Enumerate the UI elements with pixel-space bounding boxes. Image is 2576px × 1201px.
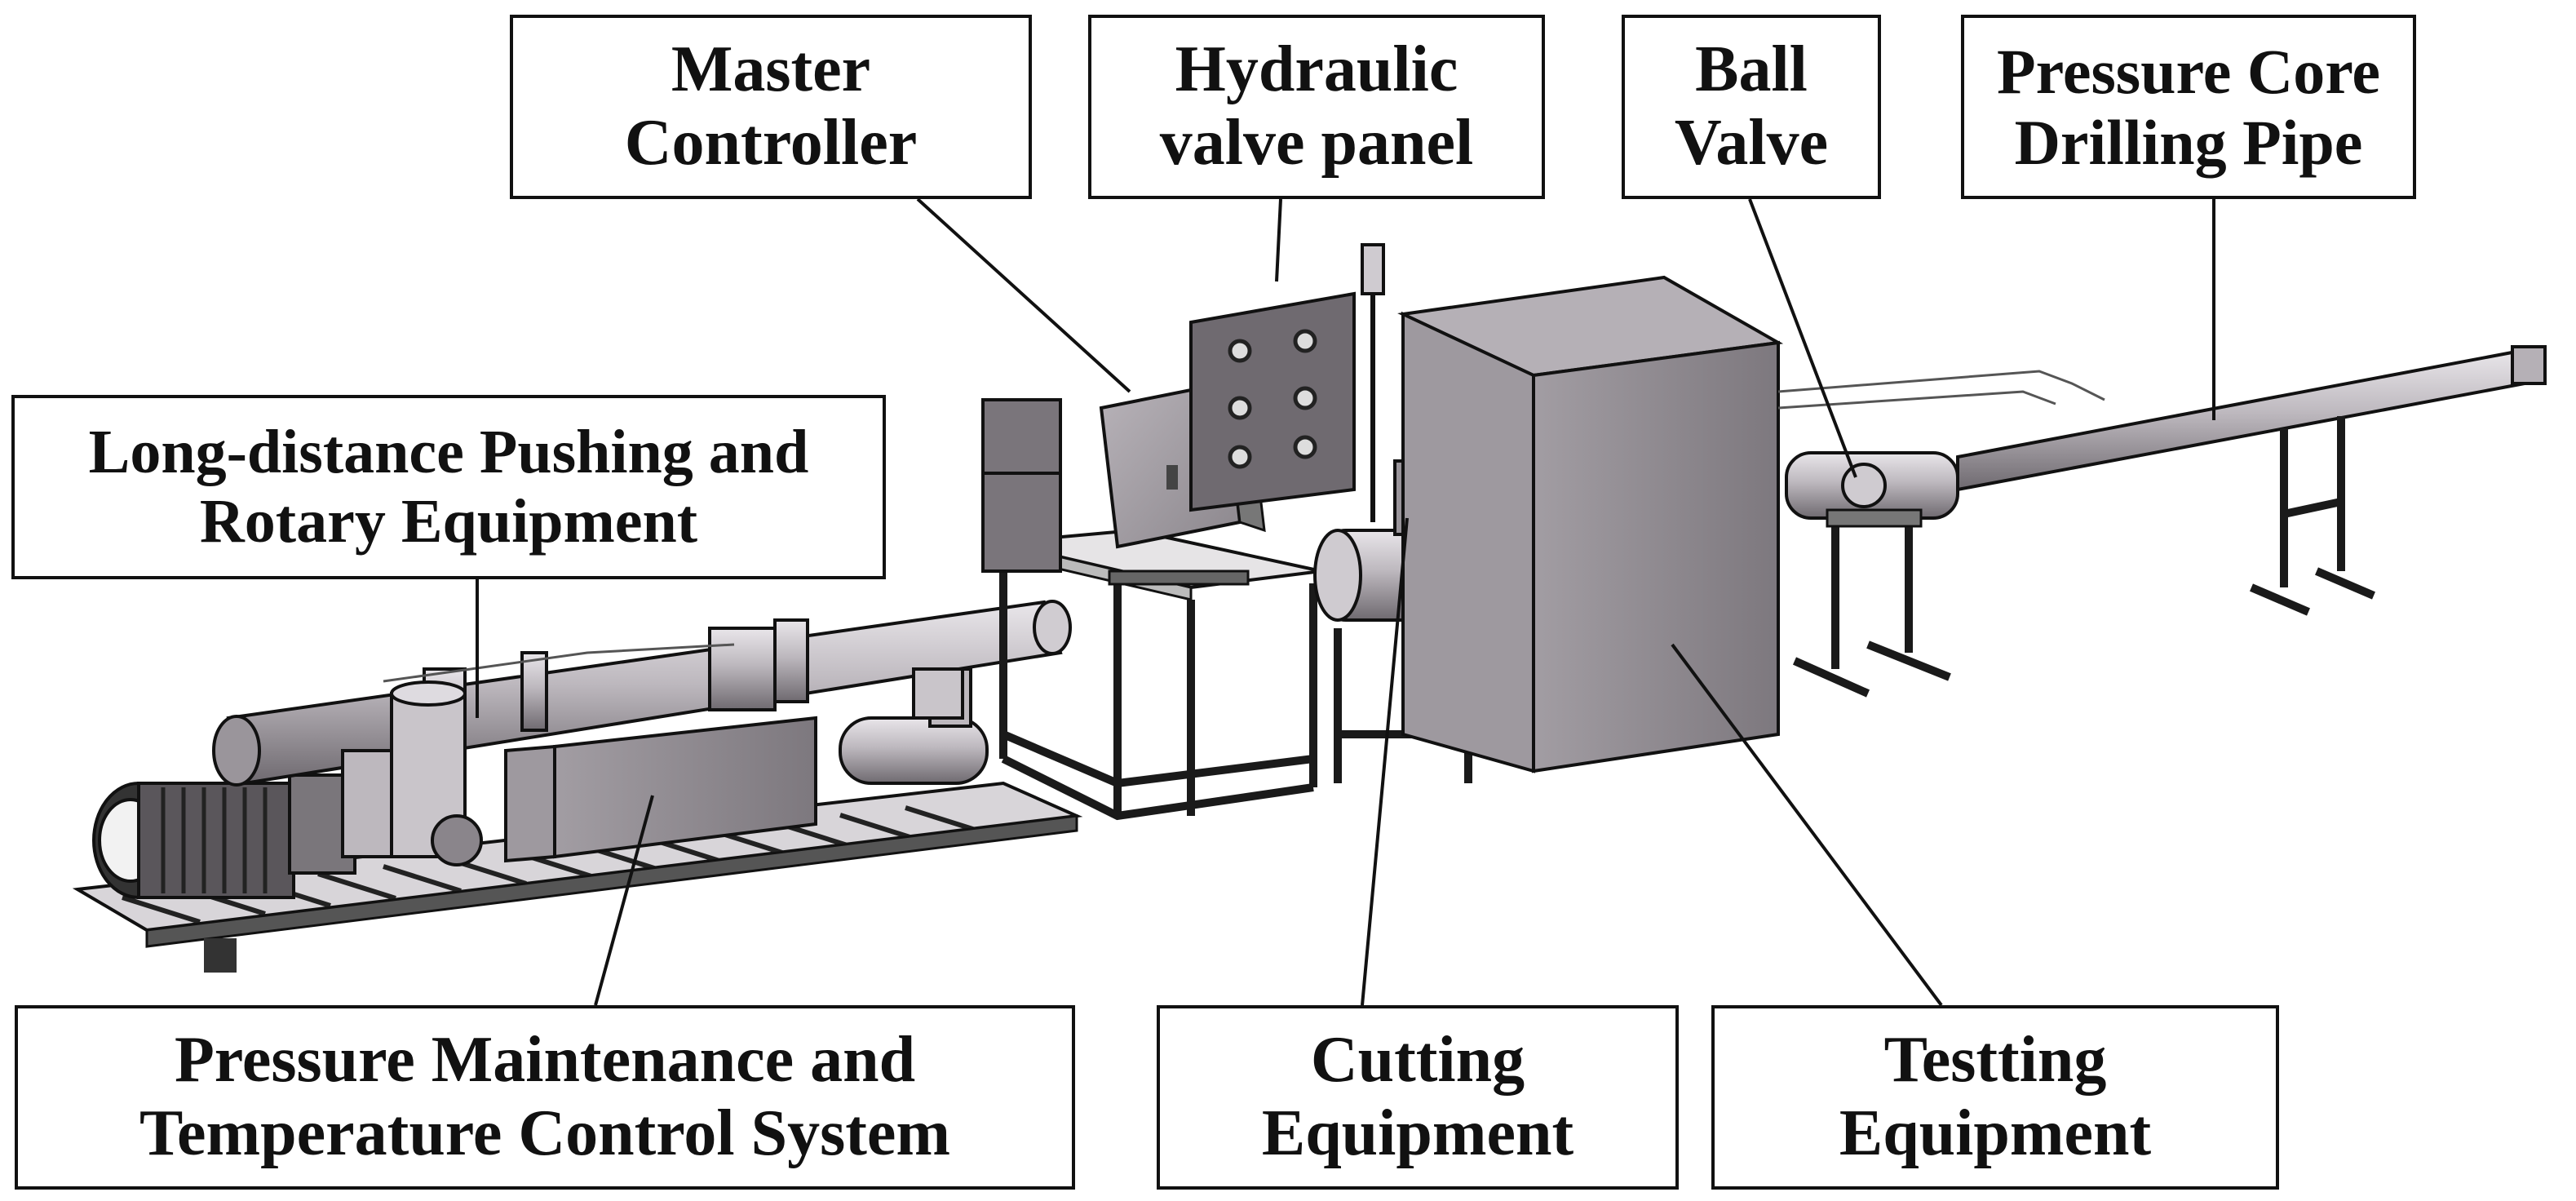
- label-line: Hydraulic: [1175, 33, 1458, 106]
- label-ball-valve: Ball Valve: [1622, 15, 1881, 199]
- label-cutting-equipment: Cutting Equipment: [1157, 1005, 1679, 1190]
- thin-piping: [383, 370, 2105, 683]
- drilling-pipe: [1956, 345, 2547, 616]
- label-pressure-core-drilling-pipe: Pressure Core Drilling Pipe: [1961, 15, 2416, 199]
- label-line: Pressure Maintenance and: [174, 1024, 916, 1097]
- label-testing-equipment: Testting Equipment: [1711, 1005, 2279, 1190]
- leader-lines: [476, 197, 2215, 1007]
- label-line: Master: [671, 33, 871, 106]
- label-line: Rotary Equipment: [199, 487, 698, 556]
- label-line: Equipment: [1261, 1097, 1574, 1169]
- label-line: Cutting: [1310, 1024, 1525, 1097]
- label-line: Valve: [1674, 107, 1829, 179]
- hydraulic-panel: [1189, 243, 1385, 522]
- label-pushing-rotary-equipment: Long-distance Pushing and Rotary Equipme…: [11, 395, 886, 579]
- label-master-controller: Master Controller: [510, 15, 1032, 199]
- pressure-maintenance-unit: [341, 667, 989, 866]
- label-line: Ball: [1695, 33, 1808, 106]
- label-line: Controller: [624, 107, 918, 179]
- label-line: Equipment: [1839, 1097, 2152, 1169]
- ball-valve-unit: [1785, 451, 1959, 698]
- label-line: Long-distance Pushing and: [88, 417, 809, 486]
- label-line: valve panel: [1159, 107, 1474, 179]
- label-line: Temperature Control System: [139, 1097, 950, 1169]
- label-line: Drilling Pipe: [2014, 107, 2363, 178]
- control-table: [981, 398, 1322, 821]
- label-line: Testting: [1883, 1024, 2107, 1097]
- label-pressure-maintenance-system: Pressure Maintenance and Temperature Con…: [15, 1005, 1075, 1190]
- label-hydraulic-valve-panel: Hydraulic valve panel: [1088, 15, 1545, 199]
- label-line: Pressure Core: [1996, 35, 2381, 107]
- testing-cabinet: [1397, 275, 1784, 773]
